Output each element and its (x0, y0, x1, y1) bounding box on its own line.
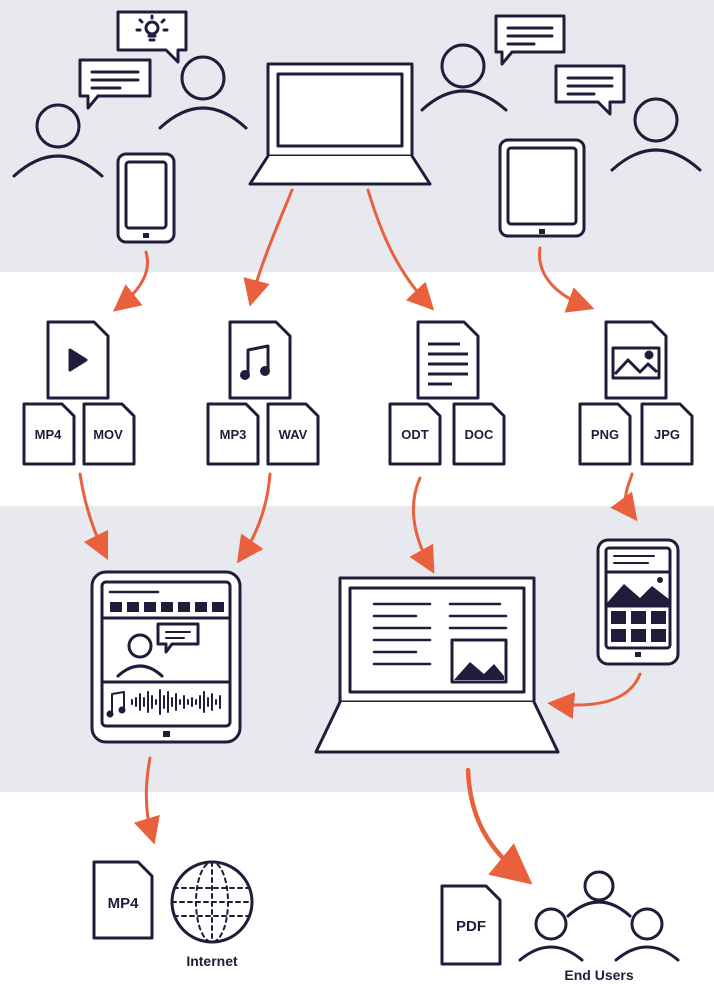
speech-bubble-icon (554, 64, 626, 116)
end-users-icon (518, 870, 680, 962)
end-users-label: End Users (564, 967, 633, 983)
lightbulb-icon (116, 10, 188, 64)
png-file-icon (578, 402, 632, 466)
flow-arrows-middle (78, 472, 642, 720)
format-label-odt: ODT (401, 427, 429, 442)
play-icon (68, 348, 88, 372)
audio-waveform-icon (106, 689, 221, 718)
document-laptop-icon (314, 576, 560, 754)
person-icon (420, 43, 508, 112)
odt-file-icon (388, 402, 442, 466)
wav-file-icon (266, 402, 320, 466)
format-label-mp3: MP3 (220, 427, 247, 442)
person-icon (610, 97, 702, 172)
format-label-mov: MOV (93, 427, 123, 442)
image-file-icon (604, 320, 668, 400)
mp3-file-icon (206, 402, 260, 466)
laptop-icon (248, 62, 432, 186)
jpg-file-icon (640, 402, 694, 466)
format-label-wav: WAV (279, 427, 308, 442)
smartphone-icon (116, 152, 176, 244)
flow-arrows-bottom (133, 756, 533, 885)
pdf-output-file-icon (440, 884, 502, 966)
text-file-icon (416, 320, 480, 400)
tablet-icon (498, 138, 586, 238)
music-note-icon (240, 344, 270, 380)
gallery-phone-icon (596, 538, 680, 666)
internet-label: Internet (186, 953, 238, 969)
format-label-png: PNG (591, 427, 619, 442)
globe-icon (170, 860, 254, 944)
format-label-doc: DOC (465, 427, 495, 442)
speech-bubble-icon (78, 58, 152, 110)
mp4-file-icon (22, 402, 76, 466)
mp4-output-label: MP4 (108, 895, 140, 912)
doc-file-icon (452, 402, 506, 466)
text-lines-icon (428, 342, 468, 386)
person-icon (158, 55, 248, 130)
format-label-jpg: JPG (654, 427, 680, 442)
landscape-image-icon (611, 346, 661, 380)
person-icon (12, 103, 104, 178)
mov-file-icon (82, 402, 136, 466)
audio-file-icon (228, 320, 292, 400)
format-label-mp4: MP4 (35, 427, 63, 442)
speech-bubble-icon (494, 14, 566, 66)
mp4-output-file-icon (92, 860, 154, 940)
flow-arrows-top (112, 188, 595, 313)
pdf-output-label: PDF (456, 918, 486, 935)
multimedia-tablet-icon (90, 570, 242, 744)
